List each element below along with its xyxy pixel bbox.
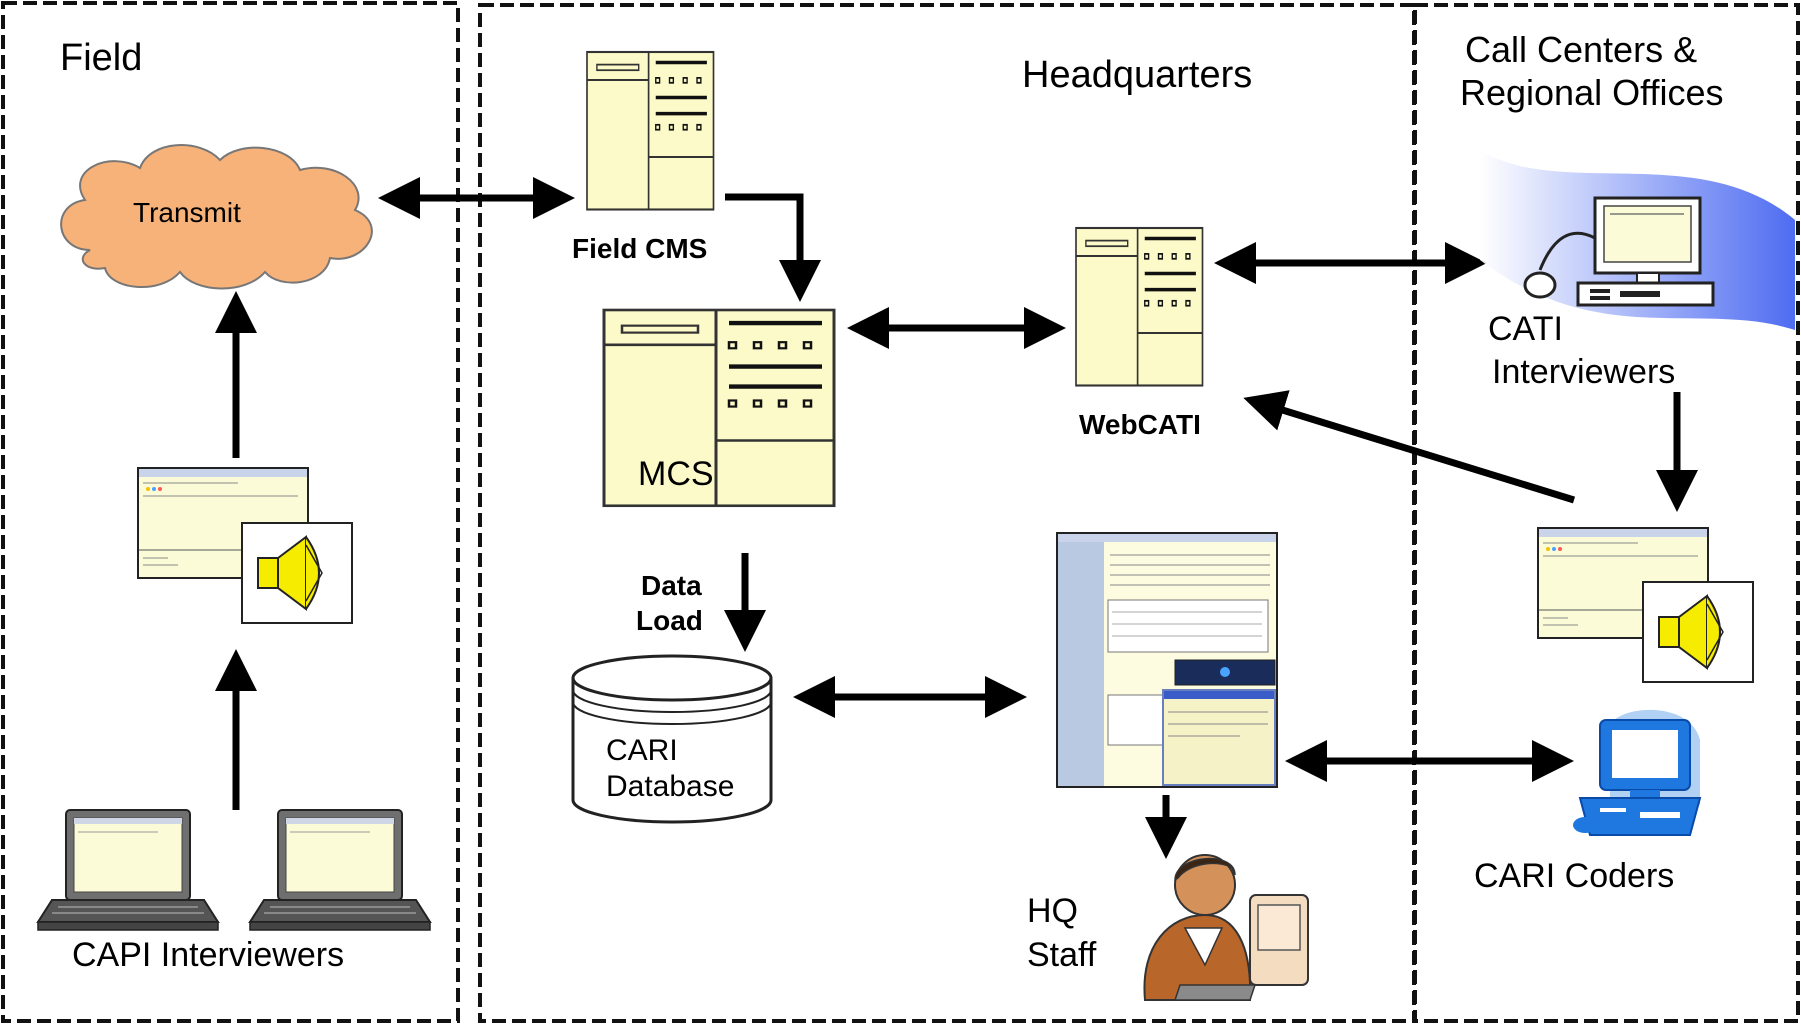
screenshot-window-icon — [1056, 532, 1278, 788]
cari-database-label-line1: CARI — [606, 734, 678, 767]
cari-database-label-line2: Database — [606, 770, 734, 803]
cari-coders-label: CARI Coders — [1474, 857, 1674, 895]
region-title-call-centers-line1: Call Centers & — [1465, 29, 1697, 70]
hq-staff-node: HQ Staff — [1027, 854, 1309, 1001]
region-title-headquarters: Headquarters — [1022, 54, 1252, 96]
data-load-label-line1: Data — [641, 570, 702, 601]
capi-interviewers-label: CAPI Interviewers — [72, 936, 344, 974]
region-title-call-centers-line2: Regional Offices — [1460, 72, 1723, 113]
cati-label-line2: Interviewers — [1492, 353, 1675, 391]
speaker-icon — [1642, 581, 1754, 683]
call-center-interview-window — [1537, 527, 1754, 683]
data-load-label-line2: Load — [636, 605, 703, 636]
hq-staff-label-line2: Staff — [1027, 936, 1097, 974]
webcati-node: WebCATI — [1074, 226, 1205, 440]
mcs-node: MCS — [604, 310, 834, 506]
laptop-icon — [37, 809, 219, 931]
desktop-computer-icon — [1573, 709, 1702, 836]
server-icon — [585, 50, 716, 212]
connectors — [215, 177, 1698, 859]
person-at-computer-icon — [1143, 854, 1309, 1001]
field-cms-label: Field CMS — [572, 233, 707, 264]
cari-coders-node: CARI Coders — [1474, 709, 1702, 895]
cari-coding-screen — [1056, 532, 1278, 788]
cari-database-node: CARI Database — [571, 654, 773, 824]
region-title-field: Field — [60, 37, 142, 79]
transmit-cloud: Transmit — [60, 144, 373, 290]
webcati-label: WebCATI — [1079, 409, 1201, 440]
cati-interviewers-node: CATI Interviewers — [1480, 150, 1795, 391]
transmit-label: Transmit — [133, 197, 241, 228]
speaker-icon — [241, 522, 353, 624]
server-icon — [1074, 226, 1205, 388]
hq-staff-label-line1: HQ — [1027, 892, 1078, 930]
cloud-icon — [60, 144, 373, 290]
laptop-icon — [249, 809, 431, 931]
field-interview-window — [137, 467, 353, 624]
database-icon — [571, 654, 773, 824]
capi-laptops — [37, 809, 431, 931]
mcs-label: MCS — [638, 455, 714, 493]
desktop-computer-icon — [1523, 196, 1715, 307]
field-cms-node: Field CMS — [572, 50, 716, 264]
cati-label-line1: CATI — [1488, 310, 1563, 348]
